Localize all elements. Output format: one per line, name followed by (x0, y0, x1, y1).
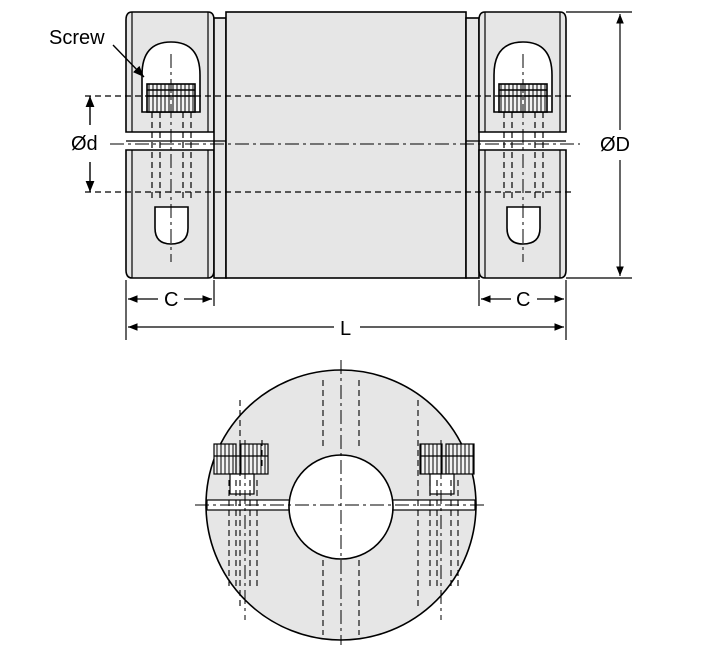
end-center-lines (195, 360, 488, 645)
right-hub-neck (465, 17, 480, 279)
bore-label: Ød (71, 133, 98, 155)
outer-diameter-dimension (566, 11, 632, 279)
screw-leader: Screw (49, 27, 145, 78)
left-hub-neck (213, 17, 227, 279)
outer-diameter-label: ØD (600, 134, 630, 156)
side-view (125, 11, 567, 279)
clamp-width-dimension-left (125, 280, 215, 340)
clamp-width-dimension-right (478, 280, 567, 340)
right-screw-tip (506, 206, 541, 245)
left-screw-head (141, 41, 201, 113)
right-screw-head (493, 41, 553, 113)
side-center-lines (110, 54, 580, 262)
clamp-width-label-right: C (516, 289, 530, 311)
end-view-right-screw (419, 443, 475, 495)
screw-label: Screw (49, 27, 105, 49)
clamp-width-label-left: C (164, 289, 178, 311)
side-hidden-lines (85, 95, 574, 200)
left-screw-tip (154, 206, 189, 245)
center-body (225, 11, 467, 279)
length-label: L (340, 318, 351, 340)
end-view (195, 360, 488, 645)
